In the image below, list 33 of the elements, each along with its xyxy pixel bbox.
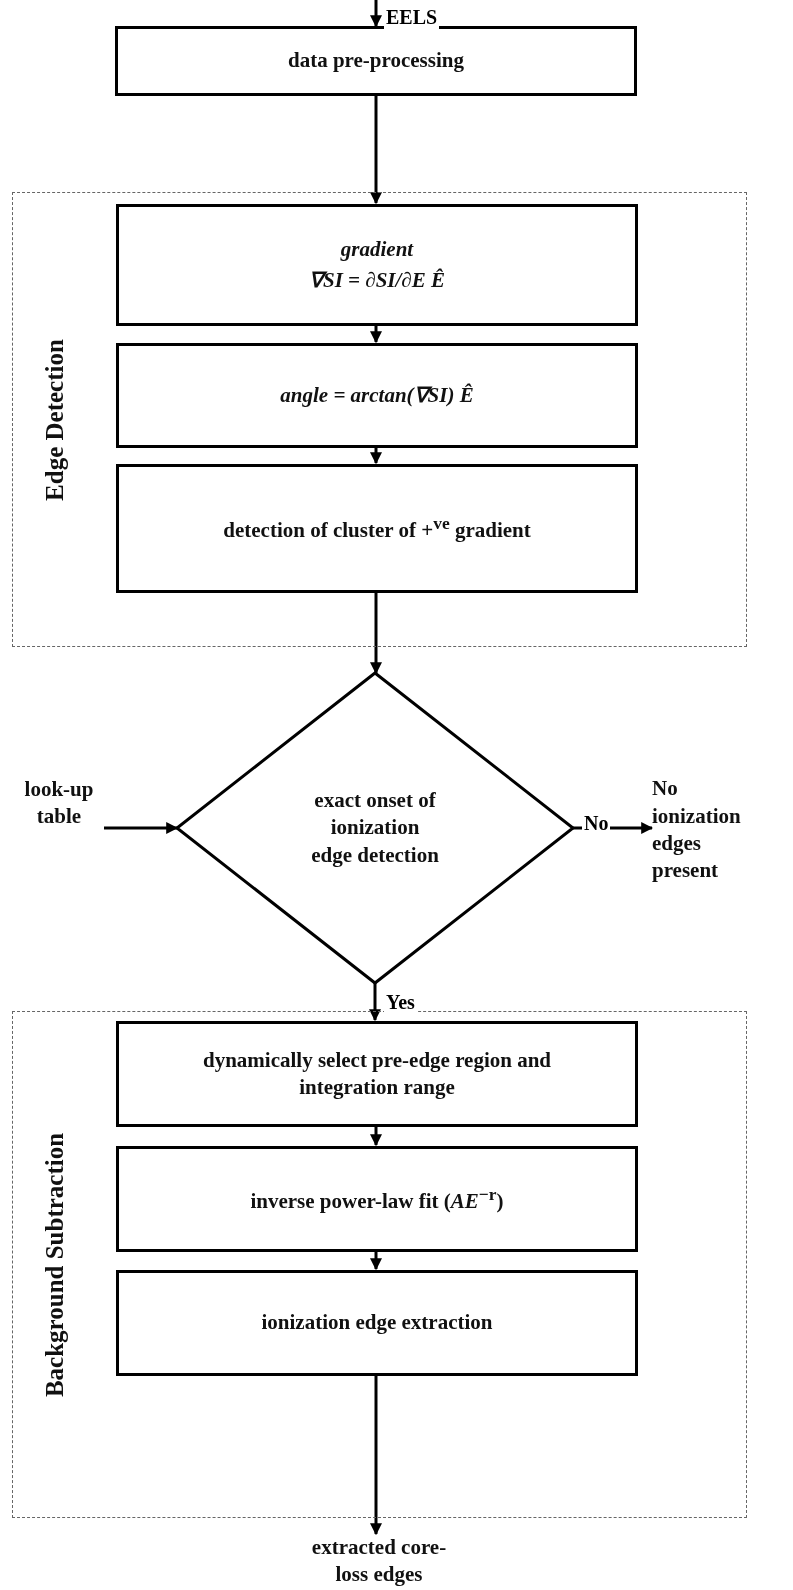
arrow [370, 447, 382, 465]
dashed-group [12, 192, 747, 647]
process-text: inverse power-law fit (AE$^{−r}$) [250, 1182, 504, 1215]
arrow [370, 592, 382, 675]
arrow [370, 1126, 382, 1147]
process-text: ionization edge extraction [261, 1309, 493, 1337]
arrow [369, 983, 381, 1022]
process-box [116, 464, 638, 593]
process-text: gradient [340, 235, 414, 263]
arrow [370, 0, 382, 28]
process-text: angle = arctan(∇SI) Ê [280, 381, 474, 409]
output-label: No ionization edges present [652, 767, 764, 893]
input-label: look-up table [14, 777, 104, 829]
arrow [370, 96, 382, 205]
process-box [116, 343, 638, 448]
group-title: Background Subtraction [40, 1132, 69, 1397]
formula: ∇SI = ∂SI/∂E Ê [309, 267, 445, 294]
process-box [115, 26, 637, 96]
process-box [116, 1146, 638, 1252]
arrow [370, 325, 382, 344]
decision-text: exact onset of ionization edge detection [310, 787, 440, 869]
process-box [116, 204, 638, 326]
input-label: extracted core-loss edges [300, 1534, 458, 1588]
process-box [116, 1270, 638, 1376]
process-text: data pre-processing [288, 47, 464, 75]
group-title: Edge Detection [40, 338, 69, 501]
dashed-group [12, 1011, 747, 1518]
arrow [370, 1251, 382, 1271]
arrow [104, 822, 179, 834]
process-box [116, 1021, 638, 1127]
arrow [370, 1375, 382, 1536]
process-text: dynamically select pre-edge region and integration range [202, 1046, 552, 1101]
process-text: detection of cluster of +$^{ve}$ gradient [223, 512, 531, 545]
